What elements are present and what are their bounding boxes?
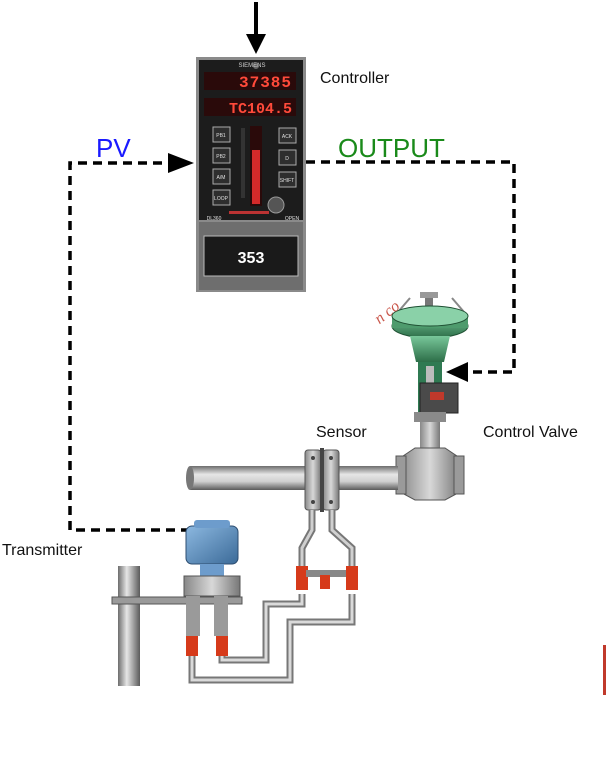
controller-button-loop: LOOP <box>214 196 229 202</box>
controller-button-pb1: PB1 <box>216 133 226 139</box>
control-valve-label: Control Valve <box>483 424 578 441</box>
controller-button-ack: ACK <box>282 134 293 140</box>
controller-button-am: A/M <box>217 175 226 181</box>
controller-unit <box>196 57 306 292</box>
sensor-label: Sensor <box>316 424 367 441</box>
output-arrow-head <box>446 362 468 382</box>
controller-button-shift: SHIFT <box>280 178 294 184</box>
transmitter <box>183 520 241 656</box>
control-valve <box>391 292 469 501</box>
support-post <box>111 566 243 686</box>
controller-middle-readout: TC104.5 <box>229 101 292 118</box>
controller-brand: SIEMENS <box>238 63 265 69</box>
output-signal-line <box>306 160 516 374</box>
edge-mark <box>603 645 606 695</box>
pv-arrow-head <box>168 153 194 173</box>
transmitter-label: Transmitter <box>2 542 83 559</box>
controller-bottom-readout: 353 <box>238 250 265 267</box>
output-label: OUTPUT <box>338 133 445 163</box>
sensor-valves <box>296 566 358 590</box>
controller-label: Controller <box>320 70 390 87</box>
pv-signal-line <box>68 161 190 532</box>
sensor-flange <box>304 448 340 512</box>
controller-top-readout: 37385 <box>239 74 292 92</box>
controller-open-text: OPEN <box>285 216 300 222</box>
pv-label: PV <box>96 133 131 163</box>
controller-model-text: DL360 <box>207 216 222 222</box>
setpoint-arrow <box>246 2 266 54</box>
controller-button-pb2: PB2 <box>216 154 226 160</box>
controller-button-d: D <box>285 156 289 162</box>
process-pipe <box>186 466 398 490</box>
